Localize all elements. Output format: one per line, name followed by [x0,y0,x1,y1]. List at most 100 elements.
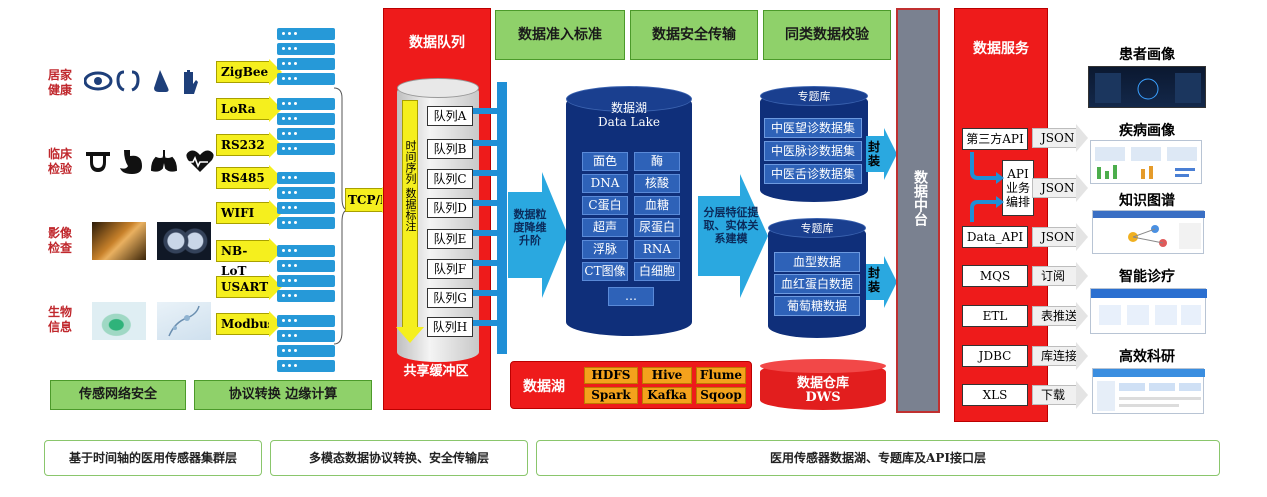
queue-item: 队列C [427,169,473,189]
queue-item: 队列G [427,288,473,308]
data-lake-cylinder-top [566,86,692,112]
topic-db-1-cell: 中医脉诊数据集 [764,141,862,161]
layer-protocol-transfer: 多模态数据协议转换、安全传输层 [270,440,528,476]
standard-access: 数据准入标准 [495,10,625,60]
lungs-icon [150,150,178,172]
subscribe-arrow: 订阅 [1032,266,1078,286]
encapsulate-arrow-2 [866,256,897,308]
lake-cell: CT图像 [582,262,628,281]
app-knowledge-graph-thumb [1092,210,1205,254]
ultrasound-image [92,222,146,260]
data-lake-title: 数据湖 [610,101,647,115]
lab-tube-image [157,302,211,340]
app-patient-profile-title: 患者画像 [1119,47,1175,63]
feature-arrow [698,174,768,298]
queue-panel-title: 数据队列 [409,35,465,51]
lake-cell: RNA [634,240,680,259]
lake-tool: HDFS [584,367,638,384]
category-label-clinical-test: 临床检验 [47,147,72,176]
mqs-box: MQS [962,265,1028,287]
jdbc-box: JDBC [962,345,1028,367]
lake-cell-more: … [608,287,654,306]
lake-cell: 超声 [582,218,628,237]
data-api-box: Data_API [962,226,1028,248]
app-research-thumb [1092,368,1205,414]
table-push-arrow-head [1076,302,1088,330]
queue-item: 队列A [427,106,473,126]
eye-icon [84,71,113,91]
app-disease-profile-title: 疾病画像 [1119,123,1175,139]
shared-buffer-label: 共享缓冲区 [403,364,469,379]
app-smart-diagnosis-title: 智能诊疗 [1119,269,1175,285]
data-middle-platform-label: 数据中台 [912,170,928,226]
lake-tool: Spark [584,387,638,404]
app-patient-profile-thumb [1088,66,1206,108]
table-push-arrow: 表推送 [1032,306,1078,326]
topic-db-1-top [760,86,868,106]
topic-db-1-title: 专题库 [797,90,831,103]
json-arrow-1: JSON [1032,128,1078,148]
standard-verification: 同类数据校验 [763,10,891,60]
orchestration-links [970,152,1004,222]
json-arrow-2: JSON [1032,178,1078,198]
nose-icon [154,70,169,92]
download-arrow: 下载 [1032,385,1078,405]
lake-bar-title: 数据湖 [523,379,565,395]
lake-cell: C蛋白 [582,196,628,215]
queue-connector [473,82,507,354]
feature-label: 分层特征提取、实体关系建模 [703,206,759,245]
time-series-label: 时间序列 数据标注 [404,140,417,232]
topic-db-2-title: 专题库 [800,222,834,235]
data-lake-subtitle: Data Lake [597,115,661,129]
topic-db-1-cell: 中医舌诊数据集 [764,164,862,184]
queue-item: 队列H [427,317,473,337]
xls-box: XLS [962,384,1028,406]
topic-db-2-cell: 葡萄糖数据 [774,296,860,316]
topic-db-2-cell: 血红蛋白数据 [774,274,860,294]
json-arrow-3-head [1076,223,1088,251]
json-arrow-3: JSON [1032,227,1078,247]
lake-tool: Kafka [642,387,692,404]
queue-item: 队列B [427,139,473,159]
db-connect-arrow: 库连接 [1032,346,1078,366]
encapsulate-arrow-1 [866,128,897,180]
lake-tool: Flume [696,367,746,384]
standard-secure-transfer: 数据安全传输 [630,10,758,60]
lake-cell: 浮脉 [582,240,628,259]
lab-sample-image [92,302,146,340]
tcp-ip-label: TCP/IP [345,188,395,212]
category-label-imaging: 影像检查 [47,226,72,255]
app-smart-diagnosis-thumb [1090,288,1207,334]
heart-pulse-icon [186,150,214,172]
lake-tool: Sqoop [696,387,746,404]
time-series-arrow-head [396,327,424,343]
sensor-network-security: 传感网络安全 [50,380,186,410]
topic-db-2-cell: 血型数据 [774,252,860,272]
lake-cell: 核酸 [634,174,680,193]
buffer-cylinder-top [397,78,479,98]
lake-cell: DNA [582,174,628,193]
warehouse-top [760,359,886,373]
data-middle-platform [896,8,940,413]
ct-scan-image [157,222,211,260]
services-panel-title: 数据服务 [973,41,1029,57]
lake-cell: 酶 [634,152,680,171]
lake-cell: 尿蛋白 [634,218,680,237]
lake-cell: 面色 [582,152,628,171]
hand-icon [184,70,198,94]
json-arrow-2-head [1076,174,1088,202]
queue-item: 队列E [427,229,473,249]
queue-item: 队列F [427,259,473,279]
queue-item: 队列D [427,198,473,218]
granularity-label: 数据粒度降维升阶 [513,208,547,247]
app-disease-profile-thumb [1090,140,1202,184]
encapsulate-label-1: 封装 [868,140,881,168]
server-bracket [333,87,349,345]
home-health-icons [84,70,198,94]
tongue-icon [86,152,110,172]
stomach-icon [120,150,142,174]
topic-db-1-cell: 中医望诊数据集 [764,118,862,138]
layer-data-lake-api: 医用传感器数据湖、专题库及API接口层 [536,440,1220,476]
etl-box: ETL [962,305,1028,327]
lake-cell: 血糖 [634,196,680,215]
